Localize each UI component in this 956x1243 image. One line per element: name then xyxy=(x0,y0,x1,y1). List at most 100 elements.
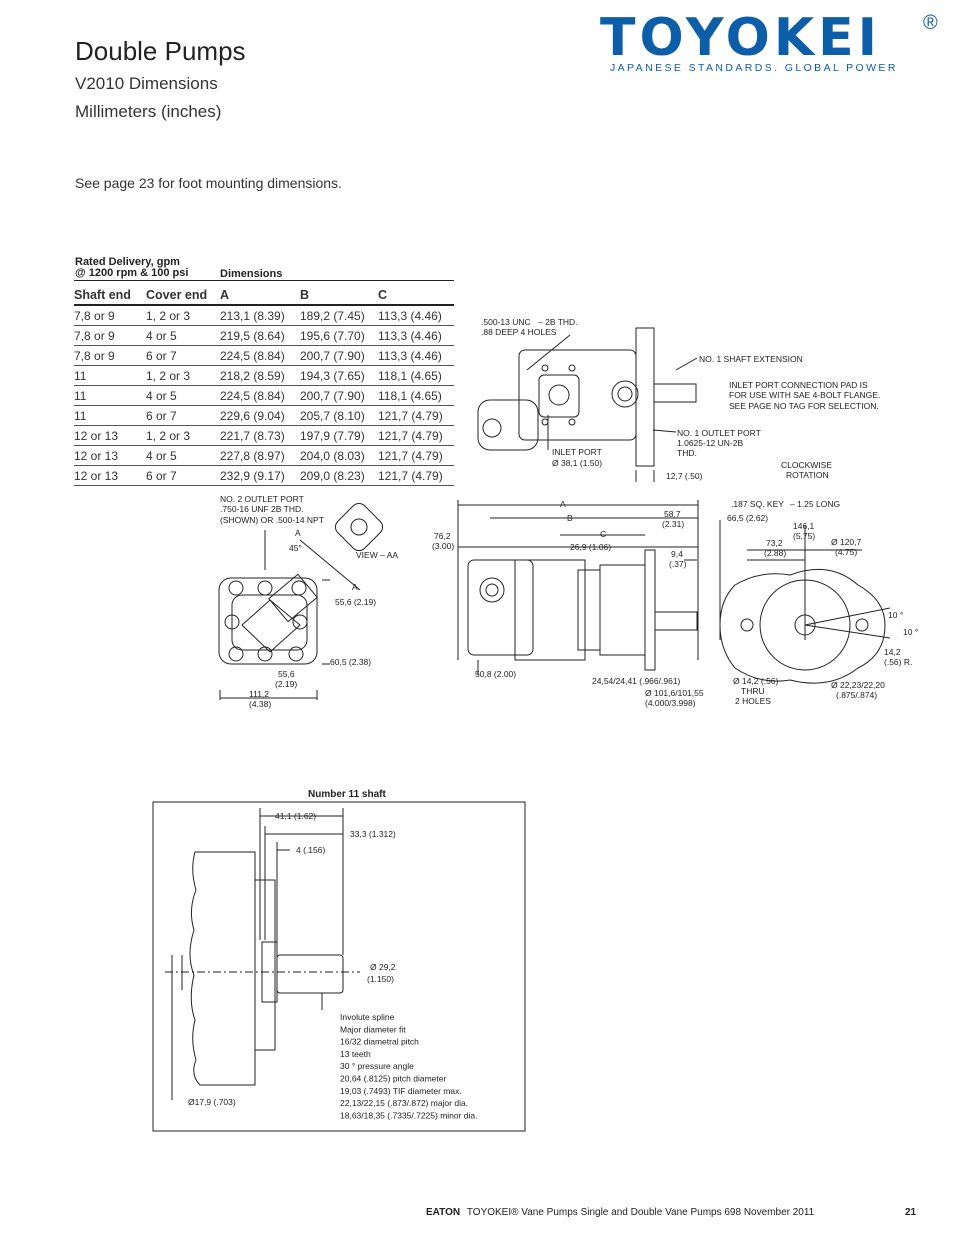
page-number: 21 xyxy=(905,1207,917,1218)
lbl-142h-2: THRU xyxy=(741,686,765,696)
lbl-587-2: (2.31) xyxy=(662,519,684,529)
toyokei-logo: TOYOKEI ® Japanese Standards. Global Pow… xyxy=(600,8,945,78)
lbl-dim-c: C xyxy=(600,529,606,539)
table-group-header: Rated Delivery, gpm @ 1200 rpm & 100 psi xyxy=(75,257,188,279)
table-cell: 224,5 (8.84) xyxy=(220,345,300,366)
rated-delivery-condition: @ 1200 rpm & 100 psi xyxy=(75,267,189,279)
lbl-10a: 10 ° xyxy=(888,610,903,620)
lbl-2454: 24,54/24,41 (.966/.961) xyxy=(592,676,681,686)
table-cell: 189,2 (7.45) xyxy=(300,305,378,326)
table-cell: 12 or 13 xyxy=(74,445,146,466)
table-cell: 219,5 (8.64) xyxy=(220,325,300,346)
lbl-inlet-pad-1: INLET PORT CONNECTION PAD IS xyxy=(729,380,868,390)
lbl-665: 66,5 (2.62) xyxy=(727,513,768,523)
lbl-556b-2: (2.19) xyxy=(275,679,297,689)
lbl-508: 50,8 (2.00) xyxy=(475,669,516,679)
table-cell: 1, 2 or 3 xyxy=(146,425,220,446)
lbl-127: 12,7 (.50) xyxy=(666,471,703,481)
spline-note-line: 20,64 (.8125) pitch diameter xyxy=(340,1074,446,1084)
col-b: B xyxy=(300,286,378,306)
lbl-2223-1: Ø 22,23/22,20 xyxy=(831,680,885,690)
lbl-deep: .88 DEEP 4 HOLES xyxy=(481,327,557,337)
table-cell: 113,3 (4.46) xyxy=(378,345,454,366)
lbl-1207-1: Ø 120,7 xyxy=(831,537,862,547)
lbl-142h-3: 2 HOLES xyxy=(735,696,771,706)
col-cover-end: Cover end xyxy=(146,286,220,306)
lbl-1112-2: (4.38) xyxy=(249,699,271,709)
lbl-p2-2: .750-16 UNF 2B THD. xyxy=(220,504,303,514)
lbl-762-1: 76,2 xyxy=(434,531,451,541)
table-cell: 227,8 (8.97) xyxy=(220,445,300,466)
logo-wordmark: TOYOKEI xyxy=(600,8,881,68)
lbl-1016-1: Ø 101,6/101,55 xyxy=(645,688,704,698)
lbl-94-1: 9,4 xyxy=(671,549,683,559)
lbl-762-2: (3.00) xyxy=(432,541,454,551)
table-cell: 200,7 (7.90) xyxy=(300,385,378,406)
table-cell: 121,7 (4.79) xyxy=(378,425,454,446)
lbl-45: 45° xyxy=(289,543,302,553)
footer-text: EATON TOYOKEI® Vane Pumps Single and Dou… xyxy=(426,1207,814,1218)
lbl-1461-1: 146,1 xyxy=(793,521,815,531)
table-cell: 11 xyxy=(74,385,146,406)
foot-mount-note: See page 23 for foot mounting dimensions… xyxy=(75,175,342,191)
table-cell: 6 or 7 xyxy=(146,465,220,486)
lbl-p2-1: NO. 2 OUTLET PORT xyxy=(220,494,304,504)
lbl-thd: – 2B THD. xyxy=(538,317,578,327)
table-cell: 12 or 13 xyxy=(74,425,146,446)
table-cell: 4 or 5 xyxy=(146,445,220,466)
pump-top-view xyxy=(477,327,698,482)
table-cell: 6 or 7 xyxy=(146,405,220,426)
table-cell: 229,6 (9.04) xyxy=(220,405,300,426)
table-cell: 7,8 or 9 xyxy=(74,305,146,326)
lbl-732-2: (2.88) xyxy=(764,548,786,558)
lbl-inlet-pad-2: FOR USE WITH SAE 4-BOLT FLANGE. xyxy=(729,390,880,400)
table-cell: 121,7 (4.79) xyxy=(378,445,454,466)
table-cell: 224,5 (8.84) xyxy=(220,385,300,406)
lbl-556b-1: 55,6 xyxy=(278,669,295,679)
table-cell: 209,0 (8.23) xyxy=(300,465,378,486)
dimensions-group-header: Dimensions xyxy=(220,268,283,280)
shaft-detail-drawing xyxy=(165,808,360,1100)
shaft-caption: Number 11 shaft xyxy=(308,789,386,800)
lbl-shaft-ext: NO. 1 SHAFT EXTENSION xyxy=(699,354,803,364)
lbl-732-1: 73,2 xyxy=(766,538,783,548)
spline-note-line: 19,03 (.7493) TIF diameter max. xyxy=(340,1086,462,1096)
lbl-inlet-pad-3: SEE PAGE NO TAG FOR SELECTION. xyxy=(729,401,879,411)
table-cell: 232,9 (9.17) xyxy=(220,465,300,486)
pump-side-view xyxy=(457,500,699,675)
table-cell: 121,7 (4.79) xyxy=(378,465,454,486)
lbl-179: Ø17,9 (.703) xyxy=(188,1097,236,1107)
lbl-1016-2: (4.000/3.998) xyxy=(645,698,696,708)
lbl-142h-1: Ø 14,2 (.56) xyxy=(733,676,779,686)
logo-tagline: Japanese Standards. Global Power xyxy=(610,62,898,74)
flange-end-view xyxy=(719,520,891,684)
lbl-1112-1: 111,2 xyxy=(249,689,269,699)
table-cell: 113,3 (4.46) xyxy=(378,305,454,326)
lbl-outlet-2: 1.0625-12 UN-2B xyxy=(677,438,743,448)
page-subtitle: V2010 Dimensions xyxy=(75,74,218,93)
lbl-view: VIEW – AA xyxy=(356,550,398,560)
col-c: C xyxy=(378,286,454,306)
table-cell: 7,8 or 9 xyxy=(74,325,146,346)
lbl-rot-1: CLOCKWISE xyxy=(781,460,832,470)
table-cell: 1, 2 or 3 xyxy=(146,305,220,326)
lbl-inlet-1: INLET PORT xyxy=(552,447,602,457)
table-cell: 118,1 (4.65) xyxy=(378,385,454,406)
col-a: A xyxy=(220,286,300,306)
table-cell: 221,7 (8.73) xyxy=(220,425,300,446)
table-cell: 1, 2 or 3 xyxy=(146,365,220,386)
lbl-333: 33,3 (1.312) xyxy=(350,829,396,839)
registered-mark: ® xyxy=(923,12,938,34)
units-subtitle: Millimeters (inches) xyxy=(75,102,222,121)
lbl-1461-2: (5.75) xyxy=(793,531,815,541)
table-cell: 194,3 (7.65) xyxy=(300,365,378,386)
spline-note-line: 16/32 diametral pitch xyxy=(340,1037,419,1047)
